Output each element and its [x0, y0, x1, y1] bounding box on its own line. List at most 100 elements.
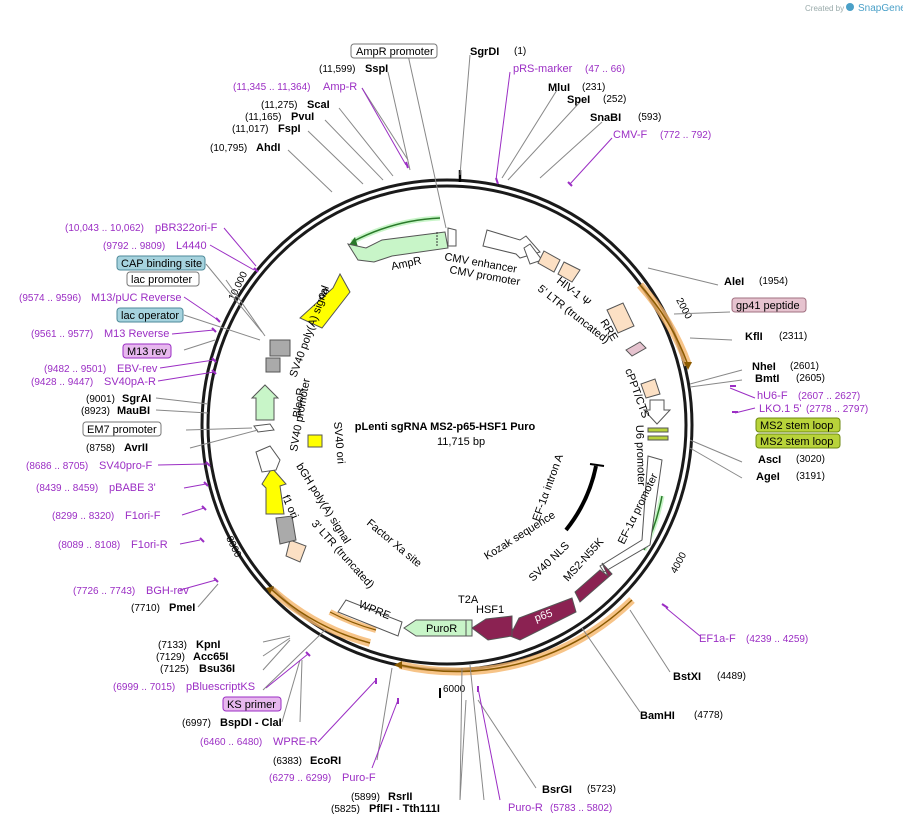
site-bmti[interactable]: BmtI(2605) [755, 373, 825, 385]
site-asci[interactable]: AscI(3020) [758, 454, 825, 466]
feature-ms2-n55k[interactable] [574, 562, 613, 603]
svg-text:(3020): (3020) [796, 454, 825, 465]
site-bspdi[interactable]: (6997)BspDI - ClaI [182, 717, 282, 729]
site-bsu36i[interactable]: (7125)Bsu36I [160, 663, 235, 675]
feature-gp41[interactable] [625, 341, 647, 357]
primer-f1ori-f[interactable]: (8299 .. 8320)F1ori-F [52, 510, 161, 522]
feature-t2a[interactable] [465, 619, 473, 637]
primer-hu6-f[interactable]: hU6-F(2607 .. 2627) [757, 390, 860, 402]
label-puror: PuroR [426, 623, 457, 635]
primer-sv40pa-r[interactable]: (9428 .. 9447)SV40pA-R [31, 376, 156, 388]
feature-ampr-promoter[interactable] [447, 227, 457, 247]
primer-bgh-rev[interactable]: (7726 .. 7743)BGH-rev [73, 585, 189, 597]
svg-text:(3191): (3191) [796, 471, 825, 482]
site-pmei[interactable]: (7710)PmeI [131, 602, 195, 614]
feature-ori[interactable] [299, 272, 351, 329]
box-em7-promoter[interactable]: EM7 promoter [82, 421, 162, 437]
site-acc65i[interactable]: (7129)Acc65I [156, 651, 228, 663]
feature-bleor[interactable] [250, 384, 280, 421]
primer-pbabe3[interactable]: (8439 .. 8459)pBABE 3' [36, 482, 156, 494]
svg-text:ScaI: ScaI [307, 99, 330, 111]
site-scai[interactable]: (11,275)ScaI [261, 99, 330, 111]
feature-sv40-promoter[interactable] [255, 445, 281, 473]
primer-f1ori-r[interactable]: (8089 .. 8108)F1ori-R [58, 539, 168, 551]
primer-cmv-f[interactable]: CMV-F(772 .. 792) [613, 129, 711, 141]
svg-text:(9574 .. 9596): (9574 .. 9596) [19, 293, 81, 304]
feature-ms2-loop-2[interactable] [647, 435, 669, 441]
site-sgrdi[interactable]: SgrDI(1) [470, 46, 526, 58]
box-ms2-stem-loop-2[interactable]: MS2 stem loop [755, 433, 841, 449]
site-nhei[interactable]: NheI(2601) [752, 361, 819, 373]
feature-ef1a-intron[interactable] [564, 465, 598, 532]
feature-sv40-ori[interactable] [307, 434, 323, 448]
primer-pbluescriptks[interactable]: (6999 .. 7015)pBluescriptKS [113, 681, 255, 693]
feature-em7-promoter[interactable] [253, 423, 275, 433]
svg-text:(2601): (2601) [790, 361, 819, 372]
svg-text:L4440: L4440 [176, 240, 207, 252]
primer-m13-reverse[interactable]: (9561 .. 9577)M13 Reverse [31, 328, 169, 340]
site-ahdi[interactable]: (10,795)AhdI [210, 142, 280, 154]
site-pvui[interactable]: (11,165)PvuI [245, 111, 314, 123]
primer-l4440[interactable]: (9792 .. 9809)L4440 [103, 240, 207, 252]
feature-wpre[interactable] [337, 599, 403, 637]
site-maubi[interactable]: (8923)MauBI [81, 405, 150, 417]
svg-text:(8299 .. 8320): (8299 .. 8320) [52, 511, 114, 522]
site-spei[interactable]: SpeI(252) [567, 94, 626, 106]
site-fspi[interactable]: (11,017)FspI [232, 123, 301, 135]
svg-text:(11,017): (11,017) [232, 124, 269, 135]
primer-sv40pro-f[interactable]: (8686 .. 8705)SV40pro-F [26, 460, 152, 472]
feature-sv40-polya[interactable] [265, 357, 281, 373]
feature-u6-promoter[interactable] [642, 399, 672, 425]
site-bstxi[interactable]: BstXI(4489) [673, 671, 746, 683]
feature-hsf1[interactable] [471, 615, 513, 641]
primer-puro-f[interactable]: (6279 .. 6299)Puro-F [269, 772, 376, 784]
box-cap-binding-site[interactable]: CAP binding site [116, 255, 206, 271]
box-lac-operator[interactable]: lac operator [116, 307, 184, 323]
feature-rre[interactable] [606, 302, 635, 334]
feature-bgh-polya[interactable] [275, 515, 297, 545]
primer-puro-r[interactable]: Puro-R(5783 .. 5802) [508, 802, 612, 814]
primer-wpre-r[interactable]: (6460 .. 6480)WPRE-R [200, 736, 318, 748]
box-ms2-stem-loop-1[interactable]: MS2 stem loop [755, 417, 841, 433]
feature-5ltr[interactable] [537, 250, 561, 273]
site-pflfi[interactable]: (5825)PflFI - Tth111I [331, 803, 440, 815]
svg-text:WPRE-R: WPRE-R [273, 736, 318, 748]
site-snabi[interactable]: SnaBI(593) [590, 112, 661, 124]
site-agei[interactable]: AgeI(3191) [756, 471, 825, 483]
feature-f1-ori[interactable] [261, 467, 287, 515]
primer-ebv-rev[interactable]: (9482 .. 9501)EBV-rev [44, 363, 158, 375]
site-mlui[interactable]: MluI(231) [548, 82, 605, 94]
site-rsrii[interactable]: (5899)RsrII [351, 791, 412, 803]
feature-puror[interactable] [403, 619, 467, 637]
feature-ampr[interactable] [346, 231, 449, 263]
feature-cppt[interactable] [640, 378, 661, 399]
orf-arc-bottom-left-line [271, 589, 371, 644]
site-sspi[interactable]: (11,599)SspI [319, 63, 388, 75]
feature-ef1a-promoter[interactable] [599, 455, 663, 573]
primer-pbr322ori-f[interactable]: (10,043 .. 10,062)pBR322ori-F [65, 222, 218, 234]
box-gp41-peptide[interactable]: gp41 peptide [731, 297, 807, 313]
site-avrii[interactable]: (8758)AvrII [86, 442, 148, 454]
feature-sv40-polya-2[interactable] [269, 339, 291, 357]
box-ampr-promoter[interactable]: AmpR promoter [350, 43, 438, 59]
primer-ef1a-f[interactable]: EF1a-F(4239 .. 4259) [699, 633, 808, 645]
svg-text:(8923): (8923) [81, 406, 110, 417]
box-ks-primer[interactable]: KS primer [222, 696, 282, 712]
site-alei[interactable]: AleI(1954) [724, 276, 788, 288]
primer-prs-marker[interactable]: pRS-marker(47 .. 66) [513, 63, 625, 75]
site-ecori[interactable]: (6383)EcoRI [273, 755, 341, 767]
site-kfli[interactable]: KflI(2311) [745, 331, 807, 343]
site-bsrgi[interactable]: BsrGI(5723) [542, 784, 616, 796]
site-sgrai[interactable]: (9001)SgrAI [86, 393, 151, 405]
feature-hiv-psi[interactable] [557, 261, 581, 283]
box-lac-promoter[interactable]: lac promoter [126, 271, 200, 287]
primer-m13-puc-reverse[interactable]: (9574 .. 9596)M13/pUC Reverse [19, 292, 181, 304]
feature-3ltr[interactable] [285, 539, 307, 563]
primer-lko1[interactable]: LKO.1 5'(2778 .. 2797) [759, 403, 868, 415]
svg-text:AleI: AleI [724, 276, 744, 288]
primer-amp-r[interactable]: (11,345 .. 11,364)Amp-R [233, 81, 357, 93]
site-bamhi[interactable]: BamHI(4778) [640, 710, 723, 722]
site-kpni[interactable]: (7133)KpnI [158, 639, 220, 651]
box-m13-rev[interactable]: M13 rev [122, 343, 172, 359]
feature-ms2-loop-1[interactable] [647, 427, 669, 433]
